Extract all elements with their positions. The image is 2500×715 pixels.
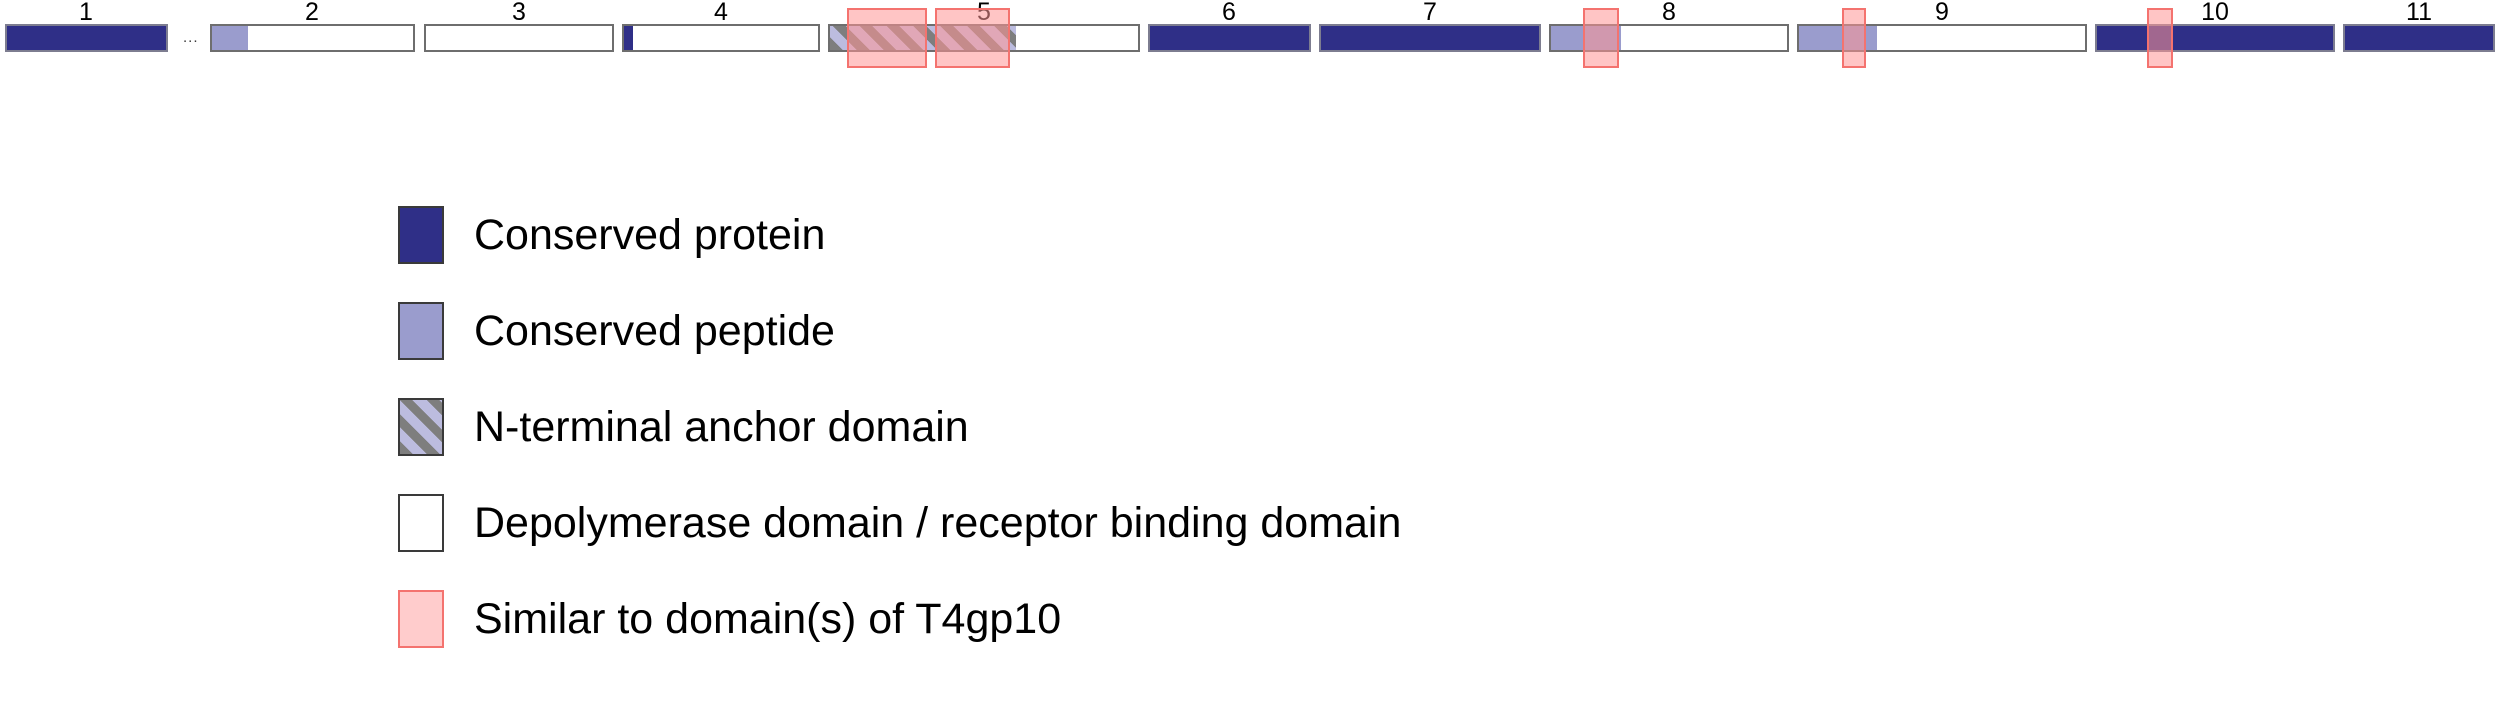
- gene-bar-3: [424, 24, 614, 52]
- gene-label-11: 11: [2406, 0, 2432, 26]
- gene-segment-anchor: [830, 26, 1016, 50]
- gene-label-5: 5: [977, 0, 991, 26]
- legend-label-depolymerase: Depolymerase domain / receptor binding d…: [474, 498, 1402, 547]
- gene-bar-8: [1549, 24, 1789, 52]
- gene-bar-1: [5, 24, 168, 52]
- gene-label-6: 6: [1222, 0, 1236, 26]
- legend-item-depolymerase: Depolymerase domain / receptor binding d…: [398, 493, 1798, 553]
- gene-label-7: 7: [1423, 0, 1437, 26]
- gene-map-ellipsis: ...: [183, 29, 199, 46]
- gene-bar-7: [1319, 24, 1541, 52]
- legend-label-t4gp10: Similar to domain(s) of T4gp10: [474, 594, 1062, 643]
- gene-label-3: 3: [512, 0, 526, 26]
- gene-label-9: 9: [1935, 0, 1949, 26]
- gene-label-4: 4: [714, 0, 728, 26]
- gene-label-8: 8: [1662, 0, 1676, 26]
- legend-label-anchor: N-terminal anchor domain: [474, 402, 969, 451]
- legend-swatch-depolymerase: [398, 494, 444, 552]
- gene-bar-9: [1797, 24, 2087, 52]
- gene-bar-10: [2095, 24, 2335, 52]
- legend-item-conserved-peptide: Conserved peptide: [398, 301, 1798, 361]
- legend-swatch-conserved-peptide: [398, 302, 444, 360]
- legend-item-anchor: N-terminal anchor domain: [398, 397, 1798, 457]
- legend-swatch-anchor: [398, 398, 444, 456]
- gene-bar-4: [622, 24, 820, 52]
- legend-label-conserved-protein: Conserved protein: [474, 210, 826, 259]
- gene-segment-peptide: [1551, 26, 1621, 50]
- gene-label-1: 1: [79, 0, 93, 26]
- legend-swatch-conserved-protein: [398, 206, 444, 264]
- gene-label-2: 2: [305, 0, 319, 26]
- gene-bar-11: [2343, 24, 2495, 52]
- gene-map: 1 2 3 4 5 6 7 8 9 10 11...: [0, 0, 2500, 70]
- legend-swatch-t4gp10: [398, 590, 444, 648]
- gene-segment-peptide: [1799, 26, 1877, 50]
- gene-bar-5: [828, 24, 1140, 52]
- gene-segment-peptide: [212, 26, 248, 50]
- gene-label-10: 10: [2201, 0, 2229, 26]
- legend-label-conserved-peptide: Conserved peptide: [474, 306, 835, 355]
- legend-item-conserved-protein: Conserved protein: [398, 205, 1798, 265]
- gene-segment-conserved: [624, 26, 633, 50]
- legend-item-t4gp10: Similar to domain(s) of T4gp10: [398, 589, 1798, 649]
- gene-bar-2: [210, 24, 415, 52]
- gene-bar-6: [1148, 24, 1311, 52]
